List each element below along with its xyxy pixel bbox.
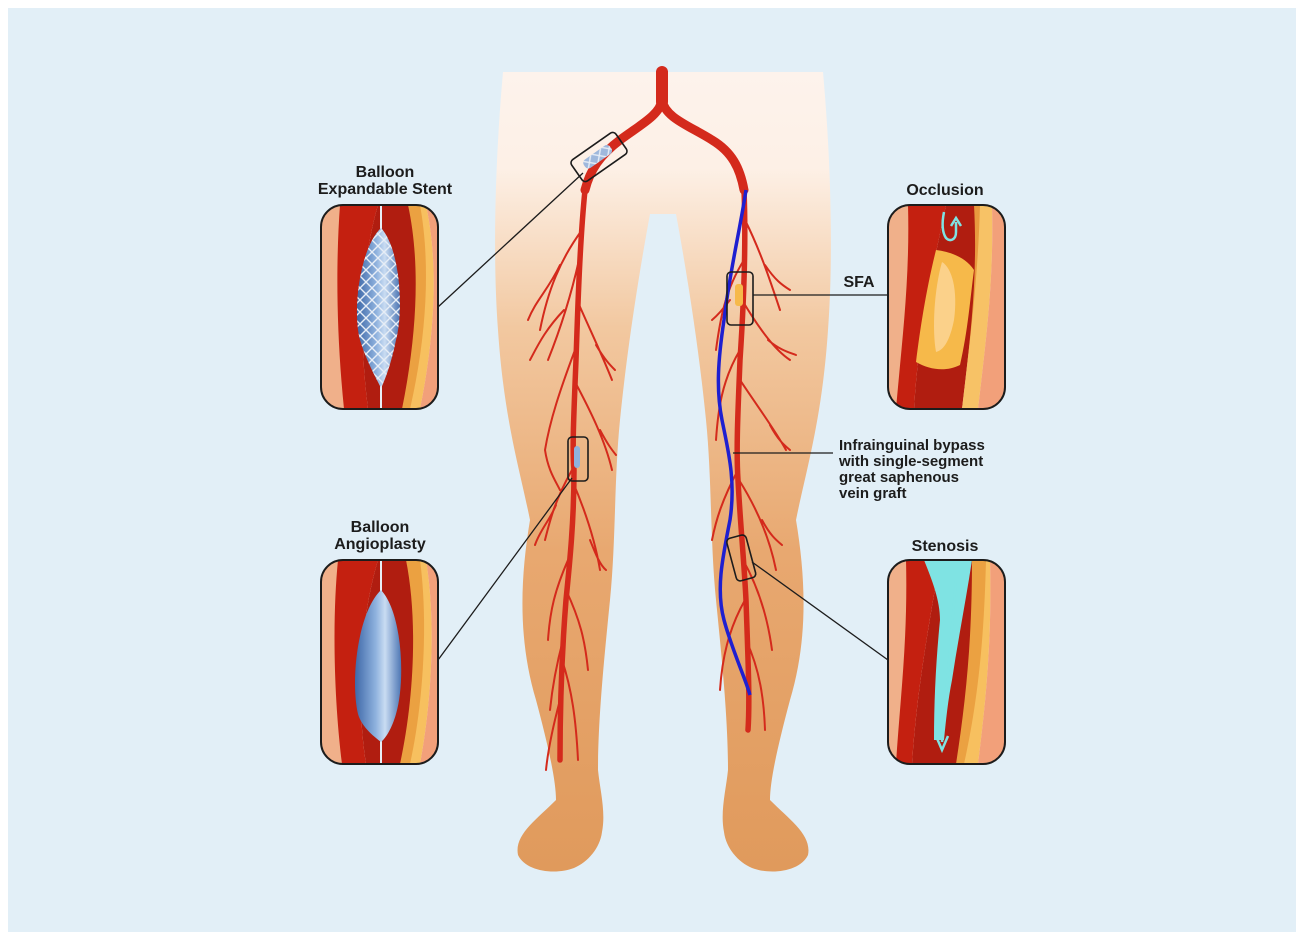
legs-silhouette: [495, 72, 831, 872]
label-bypass-line4: vein graft: [839, 486, 1029, 502]
label-bypass: Infrainguinal bypass with single-segment…: [839, 438, 1029, 502]
panel-balloon-angioplasty: [321, 560, 438, 764]
panel-balloon-expandable-stent: [321, 205, 438, 409]
label-stenosis: Stenosis: [880, 538, 1010, 555]
panel-stenosis: [888, 560, 1005, 764]
label-balloon-expandable-stent-line1: Balloon: [290, 164, 480, 181]
label-sfa: SFA: [836, 274, 882, 291]
label-occlusion: Occlusion: [880, 182, 1010, 199]
label-bypass-line2: with single-segment: [839, 454, 1029, 470]
label-balloon-angioplasty-line2: Angioplasty: [300, 536, 460, 553]
label-balloon-expandable-stent: Balloon Expandable Stent: [290, 164, 480, 198]
label-bypass-line1: Infrainguinal bypass: [839, 438, 1029, 454]
label-balloon-expandable-stent-line2: Expandable Stent: [290, 181, 480, 198]
label-bypass-line3: great saphenous: [839, 470, 1029, 486]
label-balloon-angioplasty-line1: Balloon: [300, 519, 460, 536]
panel-occlusion: [888, 205, 1005, 409]
label-balloon-angioplasty: Balloon Angioplasty: [300, 519, 460, 553]
